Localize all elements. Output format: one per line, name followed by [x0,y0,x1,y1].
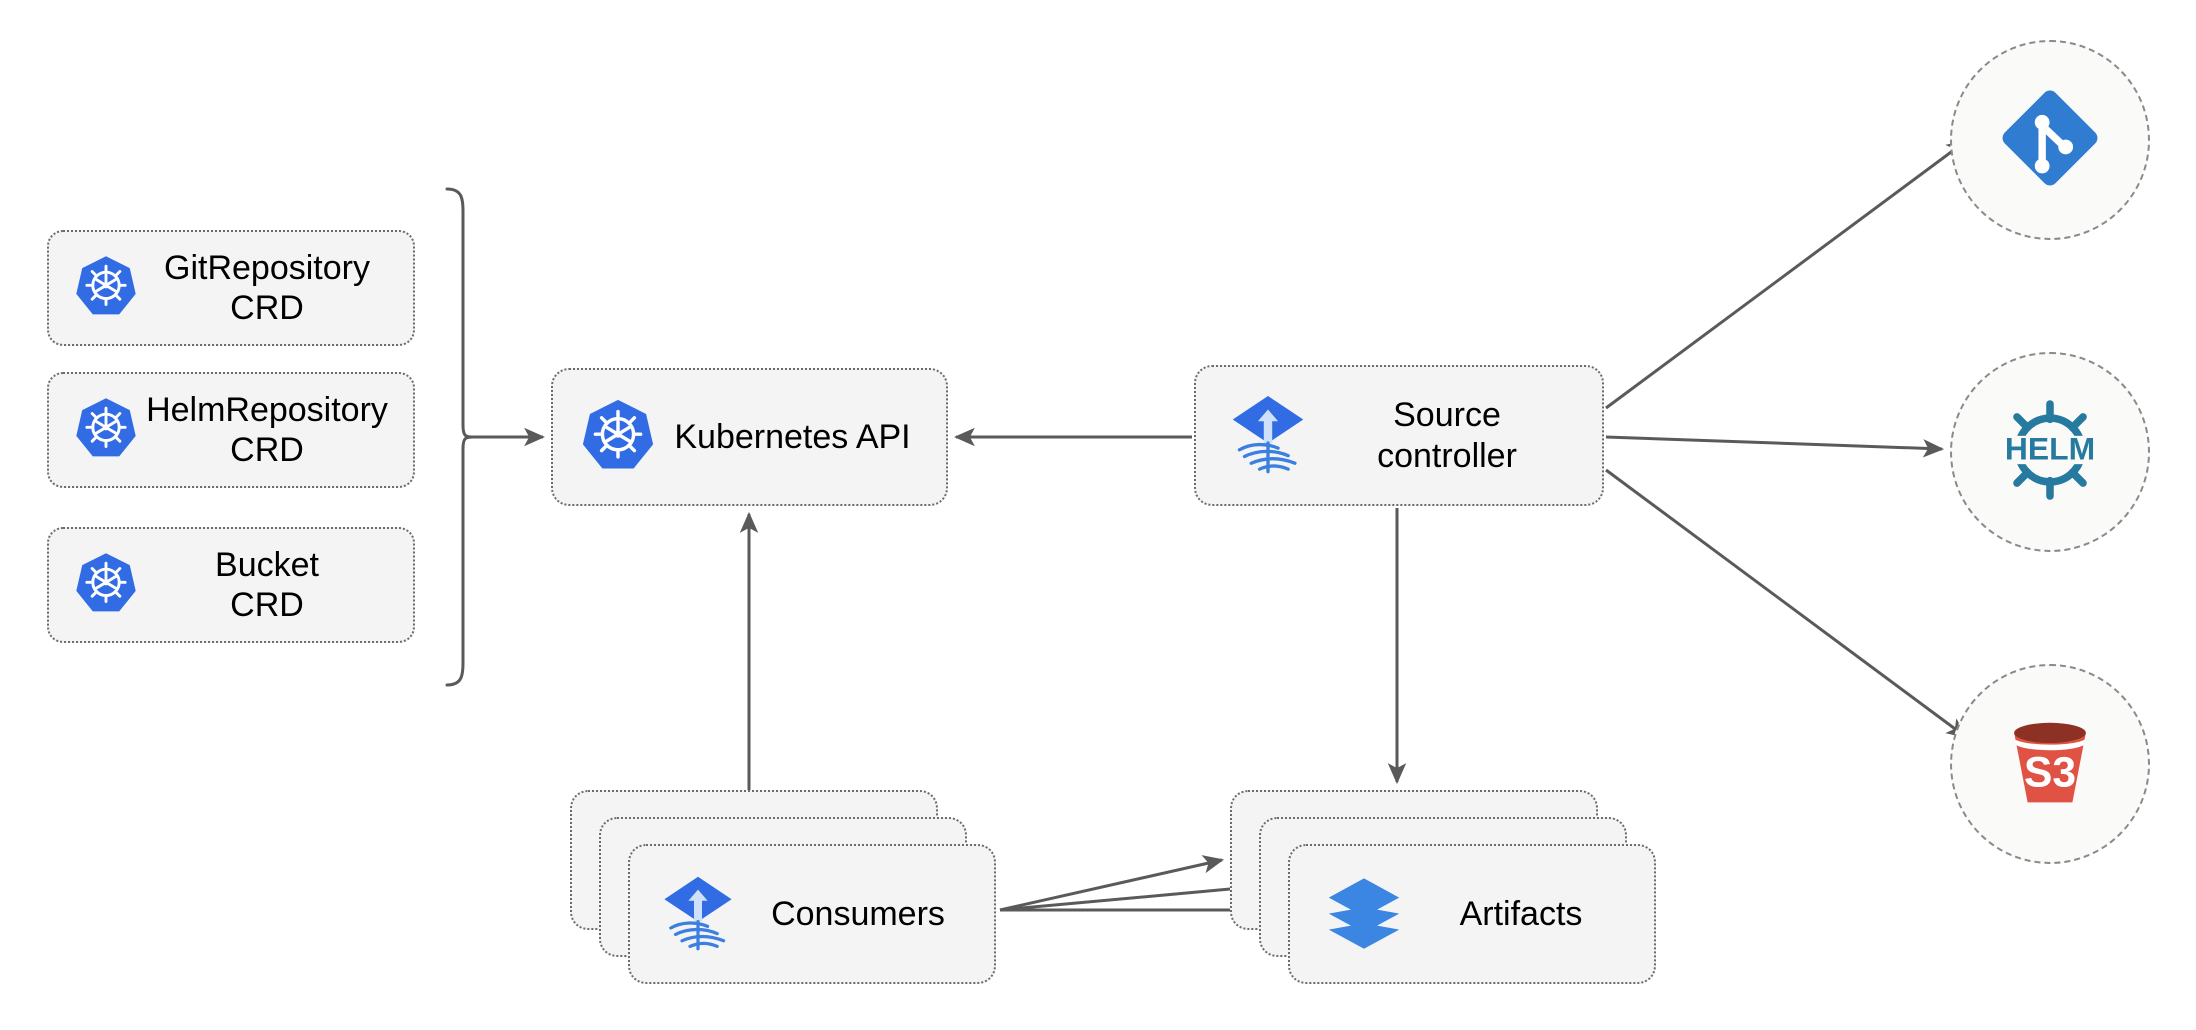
stack-layer-front[interactable]: Artifacts [1288,844,1656,984]
edge-source-controller-to-s3 [1605,468,1968,739]
edge-consumers-to-artifacts-1 [999,855,1225,912]
s3-bucket-icon: S3 [1994,706,2106,823]
helm-icon: HELM [1991,391,2109,514]
s3-label: S3 [2024,748,2076,796]
kubernetes-icon [73,550,139,621]
node-label: Kubernetes API [674,417,911,456]
node-label: GitRepository CRD [164,248,370,327]
node-label: Consumers [771,894,945,933]
edge-consumers-to-artifacts-2 [999,879,1255,912]
node-bucket-crd[interactable]: Bucket CRD [47,527,415,643]
crd-group-bracket [445,187,476,687]
kubernetes-icon [73,395,139,466]
node-label: Artifacts [1459,894,1583,933]
node-label: Source controller [1377,396,1517,475]
git-icon [1994,82,2106,199]
node-gitrepository-crd[interactable]: GitRepository CRD [47,230,415,346]
kubernetes-icon [73,253,139,324]
node-source-controller[interactable]: Source controller [1194,365,1604,506]
helm-label: HELM [2005,430,2095,466]
kubernetes-icon [579,396,657,479]
edge-source-controller-to-helm [1605,435,1945,458]
node-git-source[interactable] [1950,40,2150,240]
node-helm-source[interactable]: HELM [1950,352,2150,552]
flux-icon [658,872,738,957]
node-label: HelmRepository CRD [146,390,388,469]
node-helmrepository-crd[interactable]: HelmRepository CRD [47,372,415,488]
stack-layer-front[interactable]: Consumers [628,844,996,984]
node-s3-source[interactable]: S3 [1950,664,2150,864]
edge-source-controller-to-git [1605,139,1968,410]
node-label: Bucket CRD [215,545,319,624]
layers-icon [1324,872,1404,957]
flux-icon [1226,391,1310,480]
node-kubernetes-api[interactable]: Kubernetes API [551,368,948,506]
